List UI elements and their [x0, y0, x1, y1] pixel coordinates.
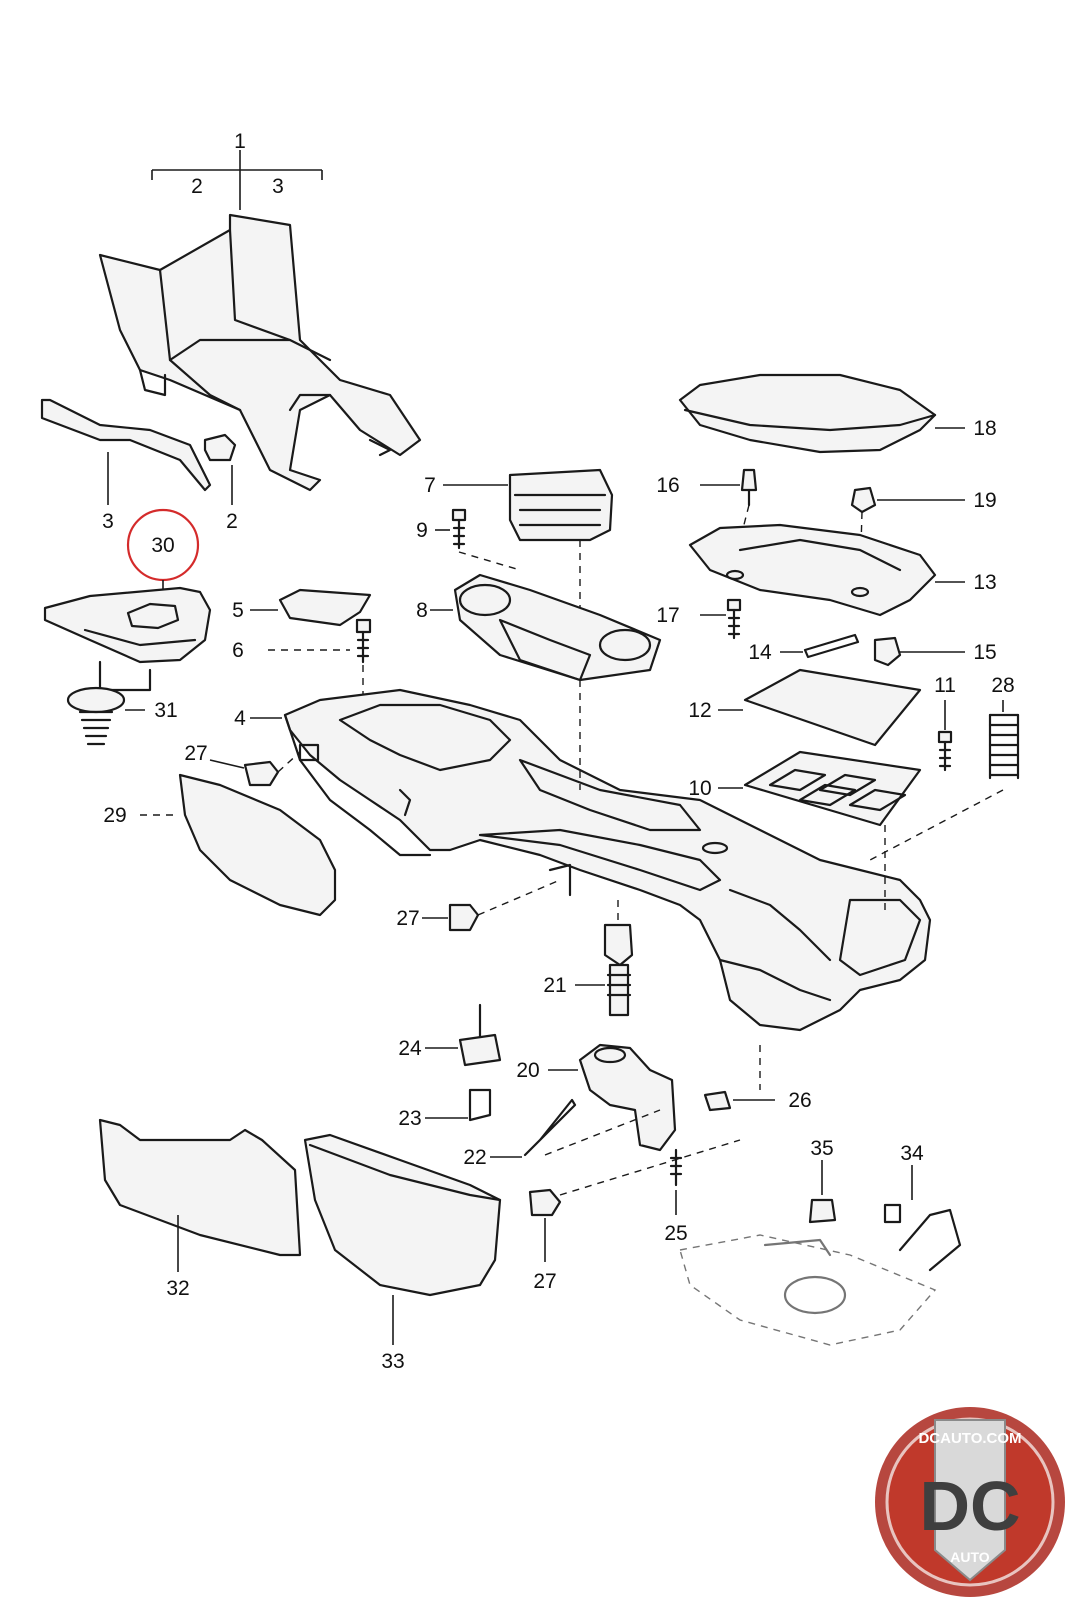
side-panel-29 — [140, 773, 337, 917]
left-trim-strip — [40, 398, 212, 505]
faded-base-assembly — [679, 1234, 937, 1346]
ashtray-7 — [443, 468, 614, 640]
callout-27-upper: 27 — [184, 742, 207, 765]
callout-8: 8 — [416, 599, 428, 622]
callout-20: 20 — [516, 1059, 539, 1082]
callout-11: 11 — [934, 674, 956, 697]
callout-16: 16 — [656, 474, 679, 497]
callout-31: 31 — [154, 699, 177, 722]
callout-13: 13 — [973, 571, 996, 594]
callout-21: 21 — [543, 974, 566, 997]
spring-28 — [869, 700, 1020, 861]
bracket-23 — [425, 1088, 492, 1122]
callout-30: 30 — [151, 534, 174, 557]
clip-part-2 — [203, 433, 237, 505]
logo-domain: DCAUTO.COM — [918, 1430, 1021, 1447]
callout-14: 14 — [748, 641, 772, 664]
screw-9 — [435, 508, 521, 571]
callout-4: 4 — [234, 707, 246, 730]
rod-22 — [490, 1098, 661, 1158]
callout-35: 35 — [810, 1137, 833, 1160]
screw-25 — [669, 1148, 683, 1215]
callout-24: 24 — [398, 1037, 422, 1060]
screw-17 — [700, 598, 742, 640]
clip-34 — [883, 1165, 962, 1272]
side-panel-32 — [98, 1118, 302, 1272]
lock-housing-20 — [548, 1043, 677, 1152]
callout-2-clip: 2 — [226, 510, 238, 533]
callout-19: 19 — [973, 489, 996, 512]
pin-14 — [780, 633, 860, 659]
front-console-part — [98, 213, 422, 492]
logo-word: AUTO — [950, 1549, 990, 1565]
callout-34: 34 — [900, 1142, 924, 1165]
dcauto-logo: DCAUTO.COM DC AUTO — [875, 1407, 1065, 1597]
logo-letters: DC — [919, 1467, 1020, 1545]
callout-27-middle: 27 — [396, 907, 419, 930]
armrest-lid-18 — [678, 373, 965, 454]
assembly-bracket — [151, 150, 323, 210]
clip-27-lower — [528, 1139, 741, 1262]
mat-12 — [718, 668, 922, 747]
shift-boot-cover-30 — [43, 586, 212, 664]
switch-24 — [425, 1003, 502, 1067]
callout-26: 26 — [788, 1089, 811, 1112]
callout-17: 17 — [656, 604, 679, 627]
callout-28: 28 — [991, 674, 1014, 697]
latch-15 — [873, 636, 965, 667]
screw-6 — [268, 618, 372, 700]
callout-10: 10 — [688, 777, 711, 800]
callout-3-strip: 3 — [102, 510, 114, 533]
callout-25: 25 — [664, 1222, 687, 1245]
armrest-base-13 — [688, 523, 965, 617]
callout-7: 7 — [424, 474, 436, 497]
side-panel-33 — [303, 1133, 502, 1345]
callout-32: 32 — [166, 1277, 189, 1300]
callout-5: 5 — [232, 599, 244, 622]
screw-11 — [937, 700, 953, 772]
callout-18: 18 — [973, 417, 996, 440]
clip-27-upper — [209, 743, 320, 787]
grommet-spring-31 — [66, 660, 152, 746]
callout-23: 23 — [398, 1107, 421, 1130]
nut-26 — [703, 1045, 775, 1112]
cover-plate-5 — [250, 588, 372, 627]
callout-3-top: 3 — [272, 175, 284, 198]
cupholder-tray-8 — [430, 573, 662, 790]
callout-27-lower: 27 — [533, 1270, 556, 1293]
clip-27-middle — [422, 863, 572, 932]
callout-6: 6 — [232, 639, 244, 662]
callout-15: 15 — [973, 641, 996, 664]
storage-insert-10 — [718, 750, 922, 910]
grommet-35 — [808, 1160, 837, 1224]
callout-29: 29 — [103, 804, 126, 827]
callout-9: 9 — [416, 519, 428, 542]
callout-12: 12 — [688, 699, 711, 722]
center-console-4 — [250, 688, 932, 1032]
lock-cylinder-21 — [575, 900, 634, 1017]
callout-1: 1 — [234, 130, 246, 153]
callout-22: 22 — [463, 1146, 486, 1169]
callout-2-top: 2 — [191, 175, 203, 198]
callout-33: 33 — [381, 1350, 404, 1373]
